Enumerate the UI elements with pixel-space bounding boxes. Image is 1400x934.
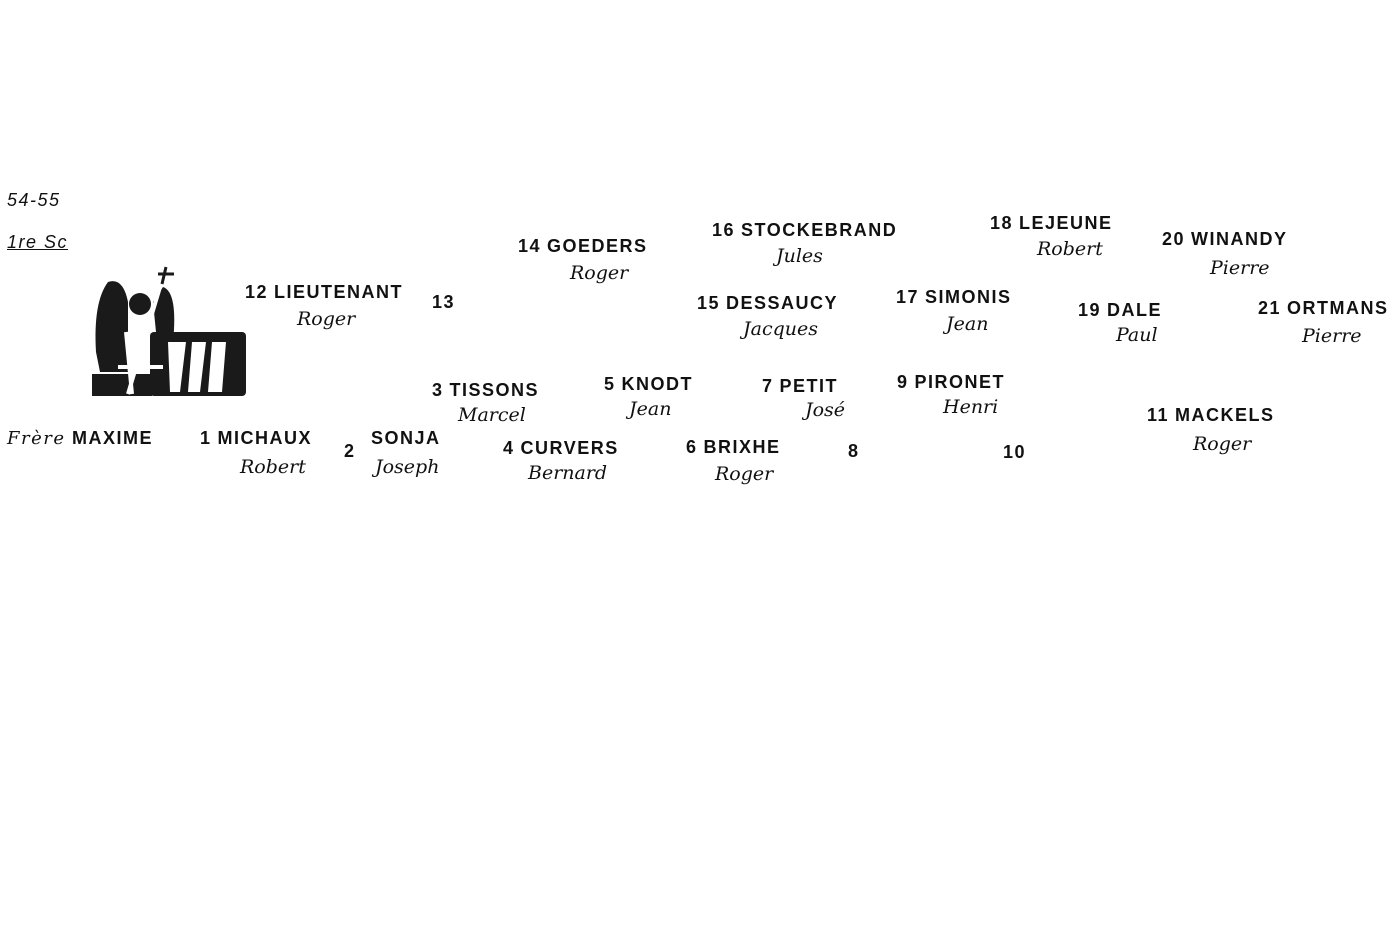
surname: SIMONIS — [925, 287, 1012, 307]
teacher-name: Frère MAXIME — [7, 428, 153, 449]
first-name: Joseph — [375, 456, 440, 478]
first-name: Roger — [1193, 433, 1252, 455]
first-name: Paul — [1116, 324, 1158, 346]
first-name: Robert — [240, 456, 306, 478]
seat-number: 12 — [245, 282, 269, 302]
surname: GOEDERS — [547, 236, 648, 256]
first-name: Pierre — [1302, 325, 1362, 347]
seat-number: 20 — [1162, 229, 1186, 249]
surname: DALE — [1107, 300, 1163, 320]
seat-number: 15 — [697, 293, 721, 313]
school-year: 54-55 — [7, 190, 61, 210]
first-name: Pierre — [1210, 257, 1270, 279]
seat-number: 17 — [896, 287, 920, 307]
first-name: Roger — [570, 262, 629, 284]
surname: DESSAUCY — [726, 293, 839, 313]
seat-number-empty: 10 — [1003, 442, 1027, 462]
surname: KNODT — [621, 374, 694, 394]
seat-number: 19 — [1078, 300, 1102, 320]
school-emblem-logo — [92, 266, 246, 396]
teacher-title: Frère — [7, 428, 66, 449]
surname: LEJEUNE — [1019, 213, 1113, 233]
seat-number-empty: 8 — [848, 441, 860, 461]
first-name: Jules — [776, 245, 823, 267]
seat-number: 11 — [1147, 405, 1170, 425]
seat-number: 3 — [432, 380, 444, 400]
seat-number: 5 — [604, 374, 616, 394]
seat-number: 2 — [344, 441, 356, 461]
surname: LIEUTENANT — [274, 282, 404, 302]
surname: MICHAUX — [217, 428, 313, 448]
seat-number: 6 — [686, 437, 698, 457]
surname: WINANDY — [1191, 229, 1288, 249]
first-name: Roger — [297, 308, 356, 330]
first-name: Jean — [946, 313, 989, 335]
seat-number: 4 — [503, 438, 515, 458]
first-name: Bernard — [528, 462, 608, 484]
first-name: Jacques — [743, 318, 818, 340]
first-name: José — [805, 399, 846, 421]
surname: SONJA — [371, 428, 441, 448]
surname: MACKELS — [1175, 405, 1275, 425]
class-label: 1re Sc — [7, 232, 69, 252]
surname: TISSONS — [449, 380, 540, 400]
seat-number-empty: 13 — [432, 292, 456, 312]
seat-number: 18 — [990, 213, 1014, 233]
first-name: Robert — [1037, 238, 1103, 260]
seat-number: 7 — [762, 376, 774, 396]
surname: CURVERS — [520, 438, 619, 458]
seat-number: 14 — [518, 236, 542, 256]
first-name: Henri — [943, 396, 999, 418]
surname: BRIXHE — [703, 437, 781, 457]
first-name: Jean — [629, 398, 672, 420]
seat-number: 9 — [897, 372, 909, 392]
first-name: Roger — [715, 463, 774, 485]
surname: STOCKEBRAND — [741, 220, 898, 240]
surname: PIRONET — [914, 372, 1006, 392]
seat-number: 16 — [712, 220, 736, 240]
surname: PETIT — [779, 376, 839, 396]
seat-number: 1 — [200, 428, 212, 448]
seat-number: 21 — [1258, 298, 1282, 318]
teacher-surname: MAXIME — [72, 428, 154, 448]
first-name: Marcel — [458, 404, 526, 426]
surname: ORTMANS — [1287, 298, 1389, 318]
